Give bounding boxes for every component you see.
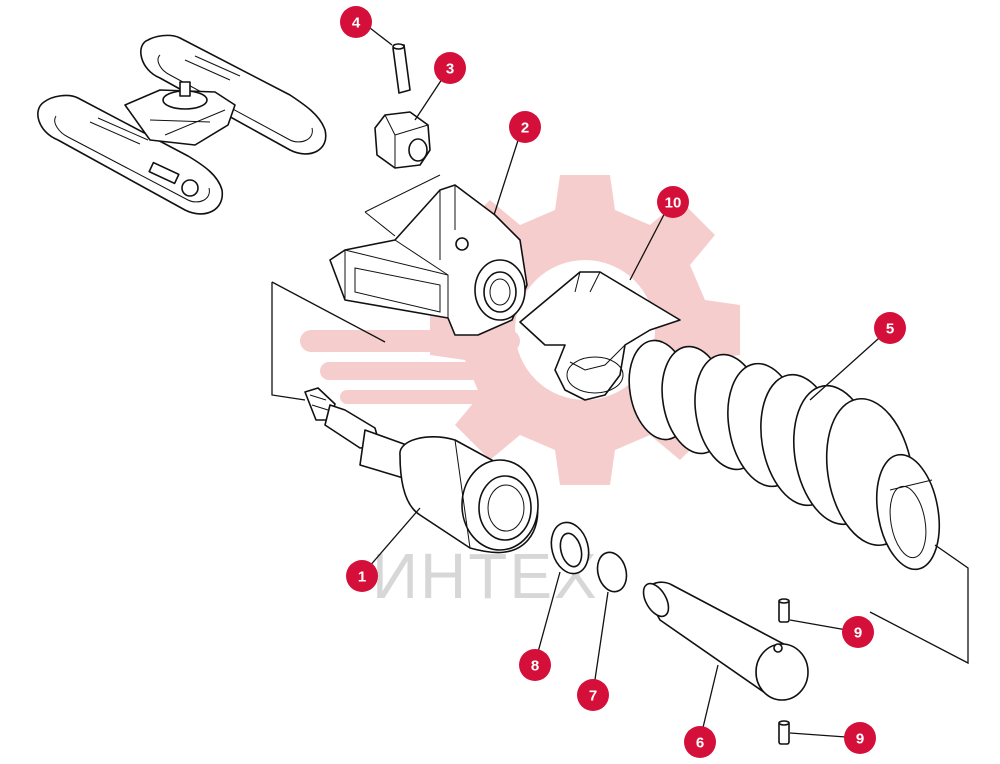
part-6-shaft: [642, 581, 809, 701]
callout-1[interactable]: 1: [346, 560, 378, 592]
callout-9-upper-label: 9: [854, 625, 862, 642]
callout-4-label: 4: [352, 15, 361, 32]
callout-10-marker: [657, 186, 689, 218]
callout-2[interactable]: 2: [509, 111, 541, 143]
track-frame-inset: [37, 34, 327, 215]
part-3-nut: [374, 111, 431, 169]
callout-7[interactable]: 7: [577, 679, 609, 711]
callout-7-marker: [577, 679, 609, 711]
part-4-pin: [392, 43, 411, 94]
callout-5-marker: [874, 312, 906, 344]
part-9-pin-lower: [778, 720, 790, 745]
callout-7-label: 7: [589, 688, 597, 705]
callout-8[interactable]: 8: [519, 649, 551, 681]
callout-3-marker: [434, 52, 466, 84]
part-1-idler-yoke: [304, 387, 539, 554]
part-7-o-ring: [596, 551, 628, 593]
callout-8-marker: [519, 649, 551, 681]
callout-9-lower-marker: [844, 722, 876, 754]
callout-6-marker: [684, 726, 716, 758]
callout-9-upper[interactable]: 9: [842, 616, 874, 648]
callout-6[interactable]: 6: [684, 726, 716, 758]
callout-4-marker: [340, 6, 372, 38]
callout-9-lower[interactable]: 9: [844, 722, 876, 754]
callout-9-upper-marker: [842, 616, 874, 648]
callout-5-label: 5: [886, 321, 894, 338]
callout-1-label: 1: [358, 569, 366, 586]
part-9-pin-upper: [778, 598, 790, 623]
callout-3-label: 3: [446, 61, 454, 78]
callout-10[interactable]: 10: [657, 186, 689, 218]
callout-1-marker: [346, 560, 378, 592]
callout-4[interactable]: 4: [340, 6, 372, 38]
callout-2-marker: [509, 111, 541, 143]
callout-9-lower-label: 9: [856, 731, 864, 748]
part-10-plate: [519, 271, 681, 401]
callout-8-label: 8: [531, 658, 539, 675]
part-8-washer: [550, 521, 590, 575]
callout-6-label: 6: [696, 735, 704, 752]
callout-5[interactable]: 5: [874, 312, 906, 344]
callout-2-label: 2: [521, 120, 529, 137]
assembly-lines: [271, 281, 969, 665]
part-2-bracket: [329, 174, 528, 336]
callout-10-label: 10: [665, 195, 682, 212]
part-5-spring: [628, 339, 941, 571]
callout-3[interactable]: 3: [434, 52, 466, 84]
